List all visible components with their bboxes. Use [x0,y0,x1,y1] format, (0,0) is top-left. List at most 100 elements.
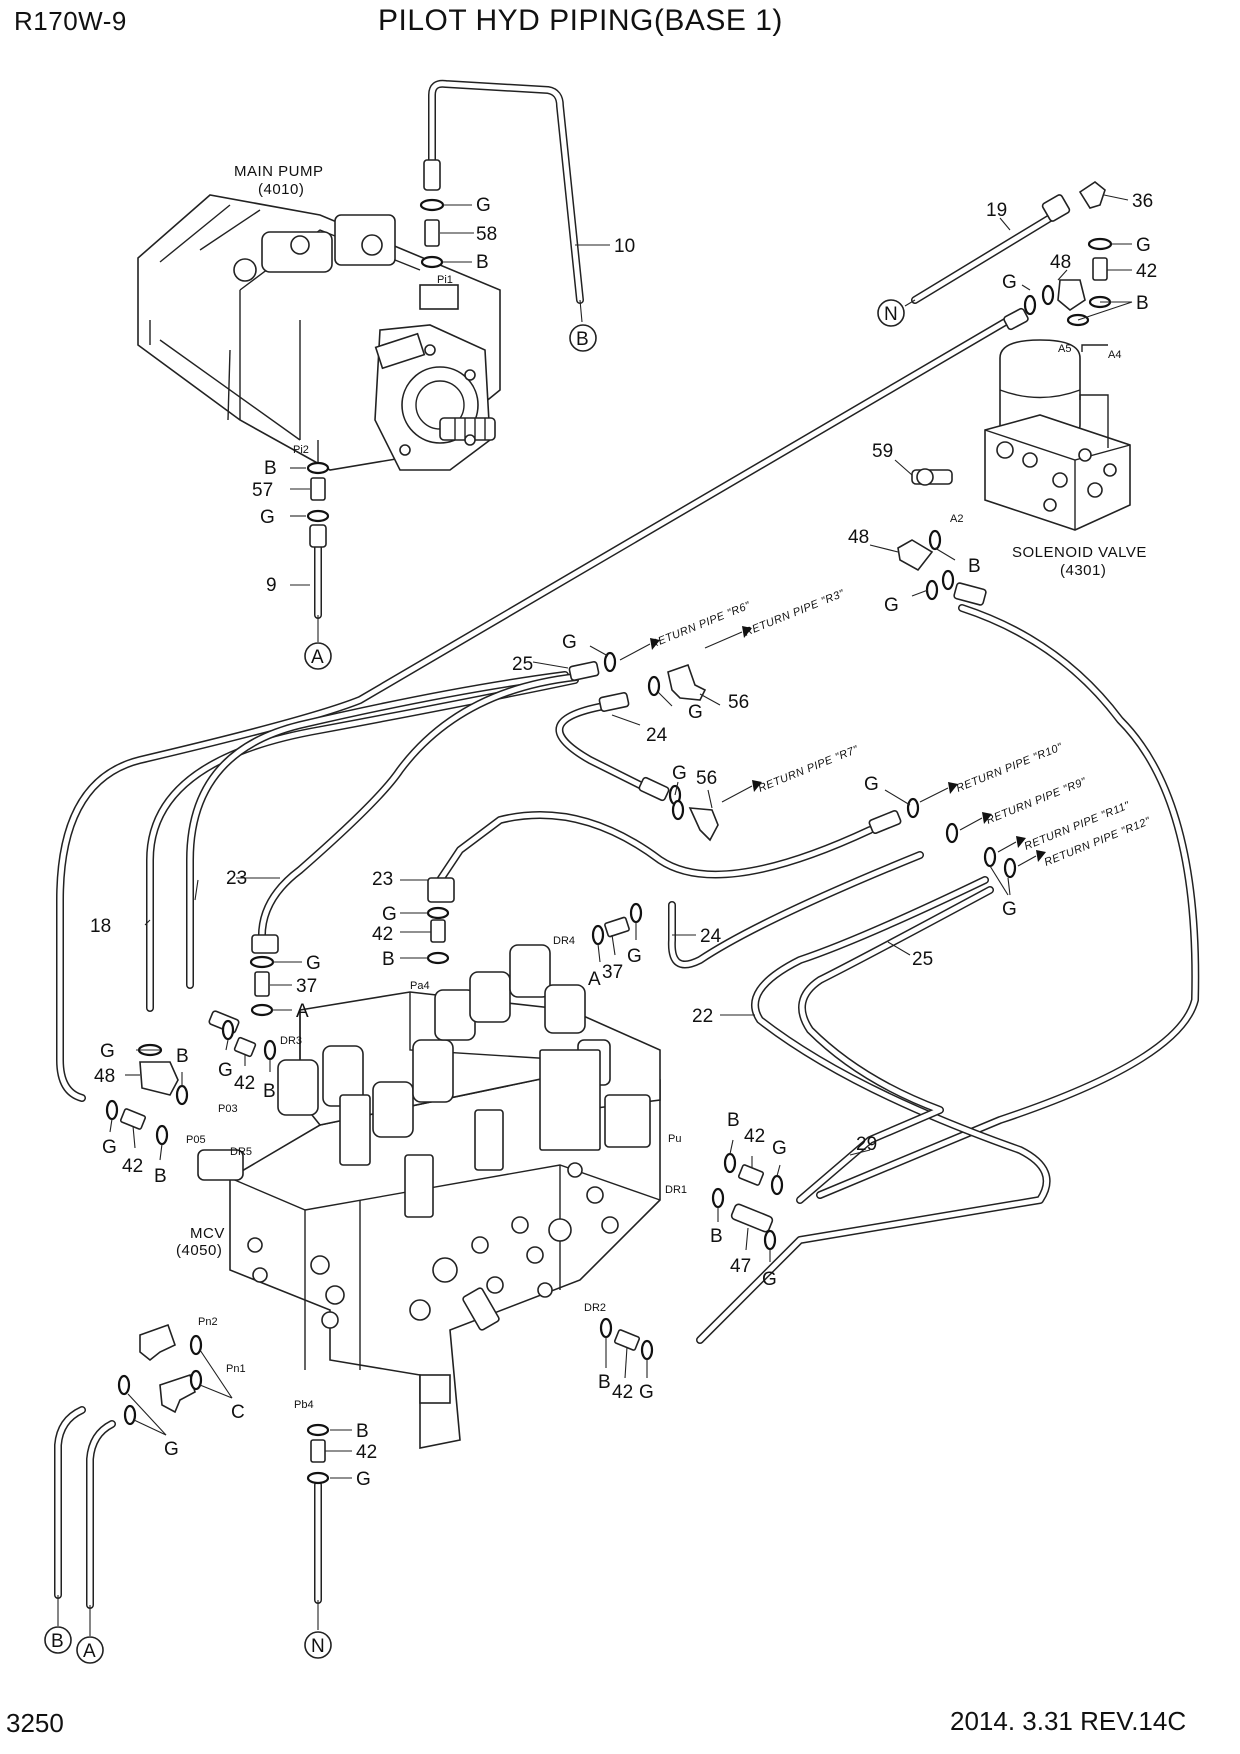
callout-9: 9 [266,575,277,596]
port-dr1: DR1 [665,1184,687,1196]
callout-19: 19 [986,200,1007,221]
callout-b: B [264,458,277,479]
model-number: R170W-9 [14,6,127,36]
connector-b-bottom: B [44,1595,72,1654]
callout-g: G [164,1439,179,1460]
callout-g: G [306,953,321,974]
port-p03: P03 [218,1103,238,1115]
callout-g: G [1002,272,1017,293]
callout-48: 48 [94,1066,115,1087]
main-pump [137,194,501,471]
callout-a: A [588,969,601,990]
callout-36: 36 [1132,191,1153,212]
solenoid-valve-code: (4301) [1060,562,1106,579]
hose-r10-loop [436,811,874,884]
callout-b: B [1136,293,1149,314]
callout-23: 23 [372,869,393,890]
callout-25: 25 [512,654,533,675]
svg-text:A: A [83,1641,96,1662]
svg-text:RETURN PIPE "R7": RETURN PIPE "R7" [757,743,861,794]
callout-48: 48 [1050,252,1071,273]
callout-g: G [260,507,275,528]
callout-48: 48 [848,527,869,548]
callout-g: G [884,595,899,616]
main-pump-code: (4010) [258,181,304,198]
connector-a-bottom: A [76,1605,104,1664]
hose-22 [696,876,1051,1344]
callout-g: G [1002,899,1017,920]
callout-g: G [1136,235,1151,256]
connector-a-top: A [304,615,332,670]
callout-59: 59 [872,441,893,462]
connector-n-bottom: N [304,1600,332,1659]
port-pa4: Pa4 [410,980,430,992]
callout-b: B [476,252,489,273]
port-a2: A2 [950,513,963,525]
return-pipe-r7: RETURN PIPE "R7" [721,743,861,803]
callout-42: 42 [744,1126,765,1147]
callout-23: 23 [226,868,247,889]
callout-42: 42 [372,924,393,945]
callout-56: 56 [728,692,749,713]
callout-g: G [562,632,577,653]
svg-text:B: B [576,329,589,350]
leader-lines [109,194,1133,1479]
port-dr3: DR3 [280,1035,302,1047]
callout-g: G [102,1137,117,1158]
callout-37: 37 [296,976,317,997]
svg-text:RETURN PIPE "R10": RETURN PIPE "R10" [955,741,1065,795]
callout-42: 42 [1136,261,1157,282]
svg-text:RETURN PIPE "R9": RETURN PIPE "R9" [985,775,1089,826]
callout-25: 25 [912,949,933,970]
callout-g: G [672,763,687,784]
callout-47: 47 [730,1256,751,1277]
port-pb4: Pb4 [294,1399,314,1411]
callout-a: A [296,1001,309,1022]
callout-g: G [356,1469,371,1490]
hose-10 [428,79,584,304]
callout-b: B [727,1110,740,1131]
fittings [105,159,1113,1485]
callout-g: G [627,946,642,967]
main-pump-label: MAIN PUMP [234,163,324,180]
callout-24: 24 [700,926,722,947]
callout-42: 42 [122,1156,143,1177]
callout-g: G [688,702,703,723]
callout-b: B [382,949,395,970]
svg-text:RETURN PIPE "R3": RETURN PIPE "R3" [743,587,847,638]
callout-b: B [598,1372,611,1393]
page-number: 3250 [6,1708,64,1738]
hose-25-upper [257,673,580,944]
svg-text:N: N [311,1636,325,1657]
callout-g: G [476,195,491,216]
port-dr4: DR4 [553,935,575,947]
connector-n-top: N [877,299,916,327]
callout-c: C [231,1402,245,1423]
solenoid-valve [984,339,1131,531]
page-title: PILOT HYD PIPING(BASE 1) [378,4,783,37]
callout-42: 42 [612,1382,633,1403]
hose-pn-left [54,1406,116,1609]
callout-56: 56 [696,768,717,789]
hose-18 [56,314,1016,1102]
port-dr2: DR2 [584,1302,606,1314]
hose-24-upper [555,701,654,794]
callout-g: G [864,774,879,795]
port-pn2: Pn2 [198,1316,218,1328]
callout-g: G [218,1060,233,1081]
hose-25-long [816,604,1200,1199]
return-pipe-r6: RETURN PIPE "R6" [619,599,753,661]
callout-g: G [772,1138,787,1159]
callout-29: 29 [856,1134,877,1155]
mcv-code: (4050) [176,1242,222,1259]
callout-g: G [100,1041,115,1062]
svg-text:N: N [884,304,898,325]
callout-b: B [356,1421,369,1442]
callout-g: G [382,904,397,925]
connector-b-top: B [569,299,597,352]
port-pi2: Pi2 [293,444,309,456]
port-p05: P05 [186,1134,206,1146]
callout-10: 10 [614,236,635,257]
callout-24: 24 [646,725,668,746]
